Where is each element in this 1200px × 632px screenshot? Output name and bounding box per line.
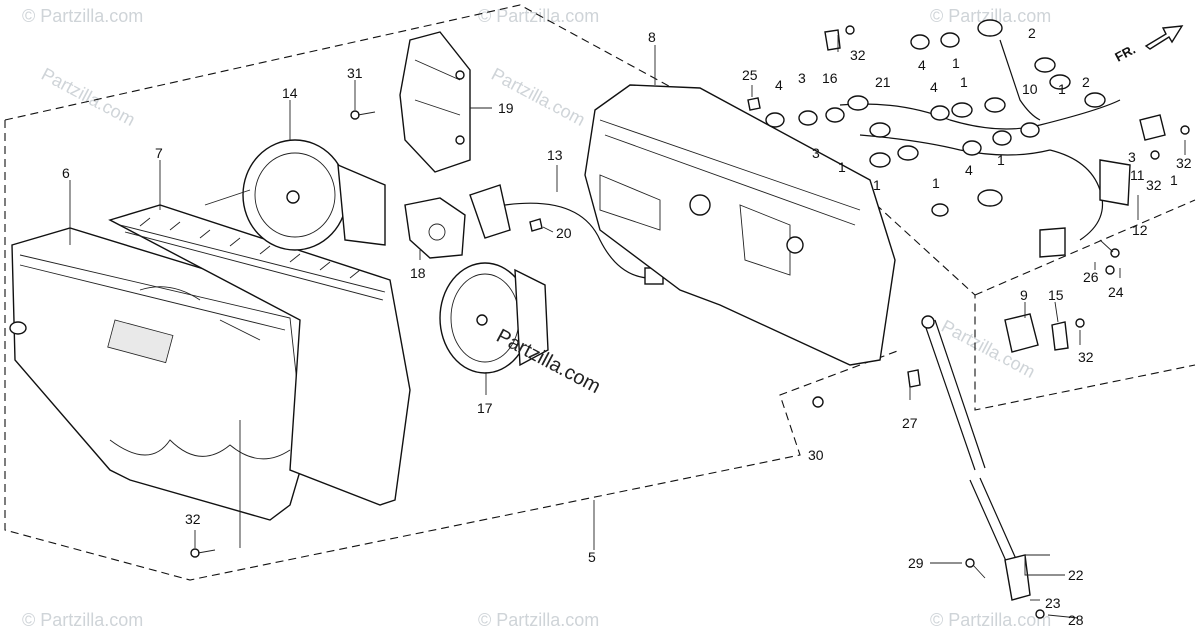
callout-6: 6 bbox=[62, 165, 70, 181]
callout-7: 7 bbox=[155, 145, 163, 161]
callout-1-h: 1 bbox=[1170, 172, 1178, 188]
callout-24: 24 bbox=[1108, 284, 1124, 300]
part-15-clamp bbox=[1051, 321, 1069, 351]
part-8-meter-case bbox=[584, 84, 896, 366]
callout-labels: 6 7 14 31 19 13 8 18 20 17 32 5 30 27 25… bbox=[62, 25, 1192, 628]
callout-20: 20 bbox=[556, 225, 572, 241]
callout-4-d: 4 bbox=[965, 162, 973, 178]
callout-27: 27 bbox=[902, 415, 918, 431]
callout-1-f: 1 bbox=[1058, 81, 1066, 97]
callout-32-top: 32 bbox=[850, 47, 866, 63]
callout-1-e: 1 bbox=[960, 74, 968, 90]
watermark-top-right: © Partzilla.com bbox=[930, 6, 1051, 26]
callout-23: 23 bbox=[1045, 595, 1061, 611]
assembly-boundary bbox=[4, 4, 1196, 581]
callout-11: 11 bbox=[1130, 167, 1145, 183]
callout-4-a: 4 bbox=[775, 77, 783, 93]
callout-8: 8 bbox=[648, 29, 656, 45]
part-9-bracket bbox=[1004, 313, 1039, 353]
watermark-upper-mid: Partzilla.com bbox=[38, 64, 138, 130]
callout-1-d: 1 bbox=[952, 55, 960, 71]
callout-17: 17 bbox=[477, 400, 493, 416]
callout-29: 29 bbox=[908, 555, 924, 571]
part-22-speedometer-cable bbox=[921, 315, 1031, 601]
part-17-tachometer bbox=[439, 262, 549, 374]
callout-21: 21 bbox=[875, 74, 891, 90]
callout-1-g: 1 bbox=[997, 152, 1005, 168]
front-direction-indicator: FR. bbox=[1112, 25, 1184, 65]
part-6-meter-lens bbox=[9, 227, 319, 521]
callout-3-a: 3 bbox=[798, 70, 806, 86]
part-19-switch-unit bbox=[399, 31, 471, 173]
watermark-bottom-right: © Partzilla.com bbox=[930, 610, 1051, 630]
callout-16: 16 bbox=[822, 70, 838, 86]
callout-1-c: 1 bbox=[932, 175, 940, 191]
arrow-right-icon bbox=[1144, 25, 1184, 50]
callout-25: 25 bbox=[742, 67, 758, 83]
svg-text:FR.: FR. bbox=[1112, 42, 1138, 65]
callout-4-c: 4 bbox=[930, 79, 938, 95]
callout-3-b: 3 bbox=[812, 145, 820, 161]
callout-15: 15 bbox=[1048, 287, 1064, 303]
callout-22: 22 bbox=[1068, 567, 1084, 583]
callout-14: 14 bbox=[282, 85, 298, 101]
callout-4-b: 4 bbox=[918, 57, 926, 73]
callout-32-lower: 32 bbox=[1078, 349, 1094, 365]
watermark-top-left: © Partzilla.com bbox=[22, 6, 143, 26]
callout-12: 12 bbox=[1132, 222, 1148, 238]
bulb-and-socket-group bbox=[765, 19, 1166, 258]
watermark-bottom-center: © Partzilla.com bbox=[478, 610, 599, 630]
callout-1-b: 1 bbox=[873, 177, 881, 193]
callout-30: 30 bbox=[808, 447, 824, 463]
leader-lines bbox=[69, 35, 1186, 619]
callout-13: 13 bbox=[547, 147, 563, 163]
callout-26: 26 bbox=[1083, 269, 1099, 285]
watermark-bottom-left: © Partzilla.com bbox=[22, 610, 143, 630]
part-14-speedometer bbox=[204, 139, 386, 251]
callout-19: 19 bbox=[498, 100, 514, 116]
callout-31: 31 bbox=[347, 65, 363, 81]
callout-2-a: 2 bbox=[1028, 25, 1036, 41]
watermark-upper-mid-2: Partzilla.com bbox=[488, 64, 588, 130]
callout-10: 10 bbox=[1022, 81, 1038, 97]
callout-32-right: 32 bbox=[1176, 155, 1192, 171]
part-7-meter-panel bbox=[107, 204, 411, 506]
callout-1-a: 1 bbox=[838, 159, 846, 175]
callout-2-b: 2 bbox=[1082, 74, 1090, 90]
fasteners-group bbox=[190, 25, 1190, 619]
part-18-indicator-unit bbox=[404, 197, 466, 259]
callout-3-c: 3 bbox=[1128, 149, 1136, 165]
callout-18: 18 bbox=[410, 265, 426, 281]
callout-9: 9 bbox=[1020, 287, 1028, 303]
callout-5: 5 bbox=[588, 549, 596, 565]
callout-32-mid: 32 bbox=[1146, 177, 1162, 193]
callout-32-left: 32 bbox=[185, 511, 201, 527]
watermark-top-center: © Partzilla.com bbox=[478, 6, 599, 26]
callout-28: 28 bbox=[1068, 612, 1084, 628]
